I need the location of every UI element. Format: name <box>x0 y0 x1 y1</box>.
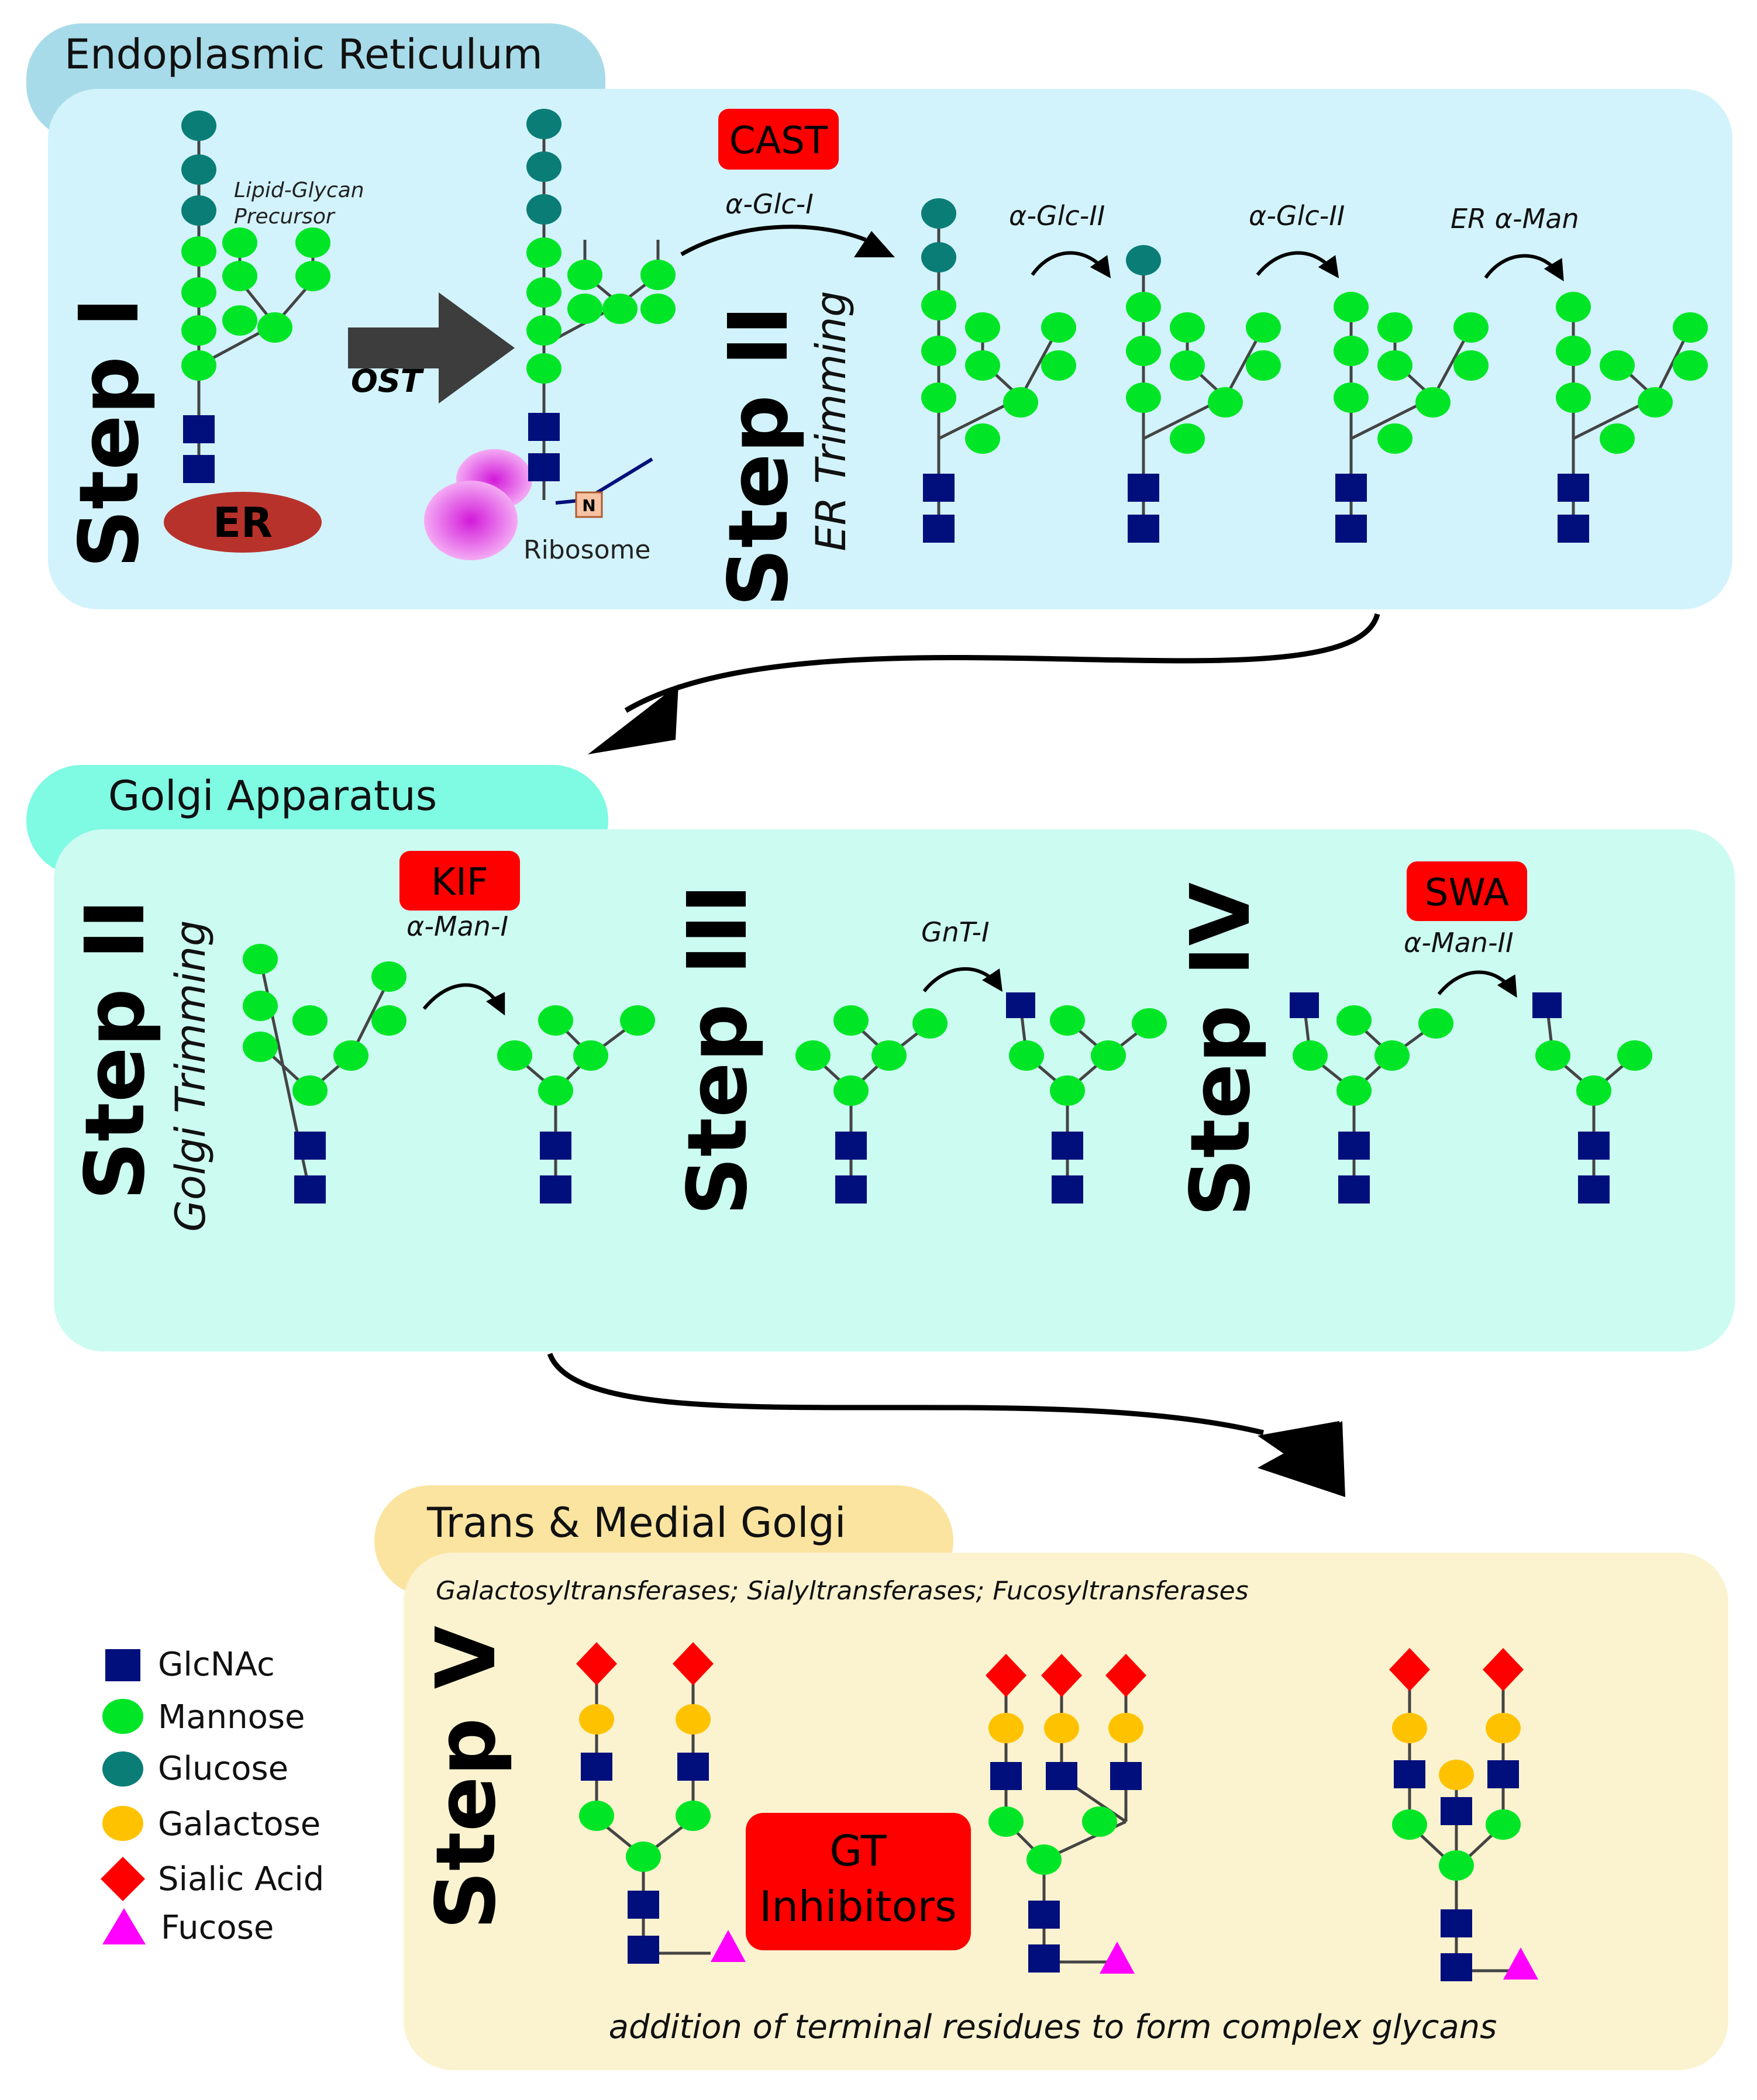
step-2-er-label: Step II <box>711 305 807 607</box>
golgi-section: Golgi Apparatus <box>26 765 1735 1351</box>
kif-inhibitor-label: KIF <box>431 861 488 904</box>
legend-fucose-icon <box>102 1908 146 1944</box>
ribosome-glycan: N Ribosome <box>424 109 676 565</box>
er-trim-glycan-2 <box>1126 245 1281 543</box>
glc2a-arrow <box>1031 251 1111 278</box>
cast-inhibitor-badge: CAST <box>718 109 839 170</box>
gt-inhibitors-line2: Inhibitors <box>759 1882 957 1931</box>
terminal-residues-caption: addition of terminal residues to form co… <box>609 2008 1497 2046</box>
er-trim-glycan-3 <box>1334 292 1489 543</box>
step-4-label: Step IV <box>1173 882 1269 1217</box>
er-section-title: Endoplasmic Reticulum <box>64 30 543 78</box>
golgi-section-title: Golgi Apparatus <box>108 772 437 820</box>
er-man-enzyme-label: ER α-Man <box>1451 203 1579 235</box>
gt-inhibitors-line1: GT <box>829 1826 887 1875</box>
precursor-label: Precursor <box>234 205 336 229</box>
swa-inhibitor-badge: SWA <box>1407 861 1527 921</box>
flow-arrow-golgi-to-trans <box>547 1353 1345 1497</box>
step-5-label: Step V <box>419 1626 514 1930</box>
asparagine-residue <box>575 491 603 518</box>
lipid-glycan-precursor-glycan: ER Lipid-Glycan Precursor <box>164 111 364 553</box>
man2-enzyme-label: α-Man-II <box>1404 927 1514 958</box>
er-organelle-label: ER <box>213 499 273 547</box>
gnt1-arrow <box>922 967 1002 992</box>
step-2-golgi-sublabel: Golgi Trimming <box>167 920 215 1232</box>
golgi-trim-glycan-2 <box>497 1005 655 1204</box>
ost-label: OST <box>351 363 425 399</box>
legend-mannose-label: Mannose <box>158 1698 305 1736</box>
gt-inhibitors-badge: GT Inhibitors <box>746 1813 971 1950</box>
glc2b-arrow <box>1256 251 1339 278</box>
gnt1-enzyme-label: GnT-I <box>921 916 990 948</box>
glc2a-enzyme-label: α-Glc-II <box>1009 200 1105 232</box>
cast-inhibitor-label: CAST <box>729 119 828 163</box>
legend-galactose-icon <box>102 1806 143 1841</box>
golgi-panel <box>54 829 1735 1351</box>
swa-inhibitor-label: SWA <box>1425 871 1509 915</box>
legend-glucose-label: Glucose <box>158 1750 288 1788</box>
er-trim-glycan-1 <box>921 198 1076 543</box>
step-2-er-sublabel: ER Trimming <box>807 291 855 551</box>
trans-golgi-section: Trans & Medial Golgi <box>374 1485 1728 2070</box>
legend-fucose-label: Fucose <box>161 1909 274 1947</box>
step3-glycan-after <box>1006 992 1167 1204</box>
step4-glycan-before <box>1290 992 1453 1204</box>
legend-mannose-icon <box>102 1699 143 1734</box>
step-3-label: Step III <box>670 884 766 1216</box>
kif-inhibitor-badge: KIF <box>399 851 520 911</box>
legend-galactose-label: Galactose <box>158 1805 321 1843</box>
legend-sialic-acid-icon <box>101 1857 145 1901</box>
golgi-trim-glycan-1 <box>243 944 406 1204</box>
ribosome-large <box>424 481 518 560</box>
trans-panel <box>404 1553 1728 2070</box>
ribosome-label: Ribosome <box>523 535 650 565</box>
ost-transfer-arrow: OST <box>348 292 515 404</box>
glc2b-enzyme-label: α-Glc-II <box>1249 200 1345 232</box>
step4-glycan-after <box>1532 992 1652 1204</box>
lipid-glycan-label: Lipid-Glycan <box>234 178 364 202</box>
legend-sialic-acid-label: Sialic Acid <box>158 1860 324 1898</box>
step3-glycan-before <box>795 1005 948 1204</box>
man2-arrow <box>1437 970 1517 998</box>
man1-arrow <box>422 983 505 1016</box>
complex-glycan-triantennary <box>986 1654 1146 1974</box>
complex-glycan-biantennary <box>576 1642 746 1964</box>
asparagine-label: N <box>582 496 595 515</box>
legend-glcnac-icon <box>105 1649 140 1681</box>
er-trim-glycan-4 <box>1556 292 1708 543</box>
flow-arrow-er-to-golgi <box>588 613 1380 754</box>
step-1-label: Step I <box>62 297 157 568</box>
transferases-label: Galactosyltransferases; Sialyltransferas… <box>436 1576 1249 1606</box>
legend-glucose-icon <box>102 1751 143 1787</box>
step-2-golgi-label: Step II <box>68 899 163 1201</box>
er-man-arrow <box>1484 254 1564 282</box>
trans-section-title: Trans & Medial Golgi <box>426 1499 846 1547</box>
er-organelle-shape <box>164 492 322 553</box>
glc1-enzyme-label: α-Glc-I <box>725 188 814 220</box>
glc1-arrow <box>680 225 895 257</box>
legend: GlcNAc Mannose Glucose Galactose Sialic … <box>101 1646 324 1947</box>
legend-glcnac-label: GlcNAc <box>158 1646 275 1684</box>
complex-glycan-bisected <box>1389 1648 1538 1981</box>
man1-enzyme-label: α-Man-I <box>406 911 508 942</box>
